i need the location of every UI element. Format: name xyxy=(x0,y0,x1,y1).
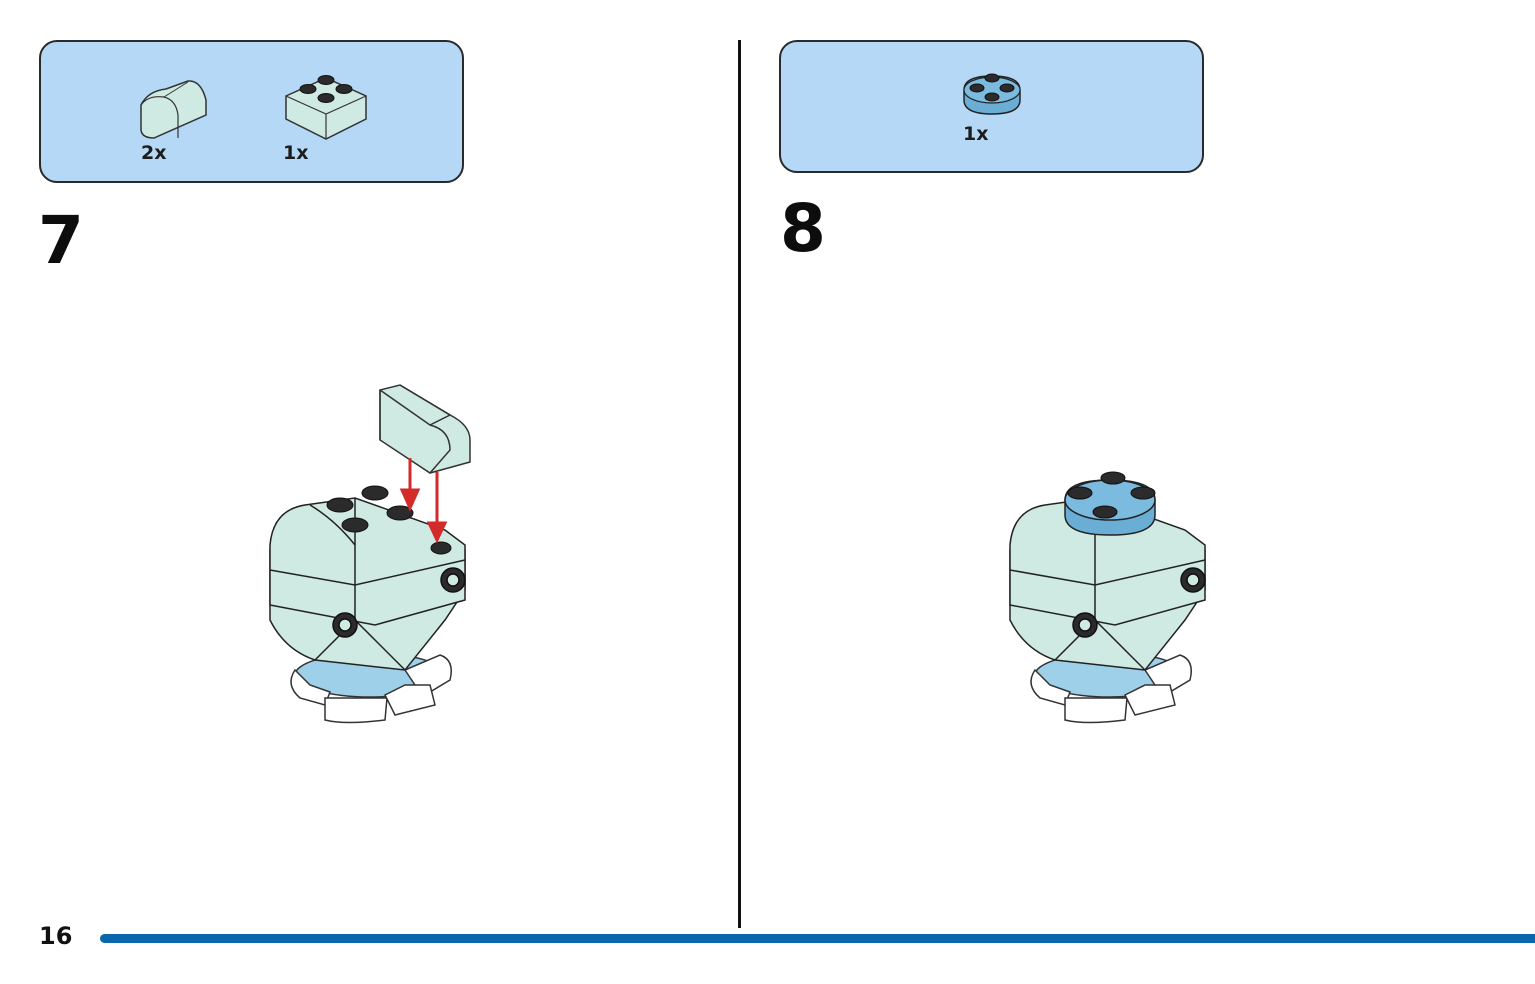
brick-2x2-icon xyxy=(285,75,367,140)
step-number: 8 xyxy=(780,190,826,267)
curved-slope-brick-icon xyxy=(140,80,207,139)
part-quantity: 1x xyxy=(283,142,309,164)
part-quantity: 2x xyxy=(141,142,167,164)
step-8-parts-callout: 1x xyxy=(779,40,1204,173)
page-divider xyxy=(738,40,741,928)
step-7-parts-callout: 2x 1x xyxy=(39,40,464,183)
page-number: 16 xyxy=(39,922,73,950)
round-plate-2x2-icon xyxy=(963,73,1021,115)
page-footer-bar xyxy=(100,934,1535,943)
part-quantity: 1x xyxy=(963,123,989,145)
step-7-model-illustration xyxy=(269,384,471,724)
step-number: 7 xyxy=(38,202,84,279)
step-8-model-illustration xyxy=(1009,471,1206,724)
